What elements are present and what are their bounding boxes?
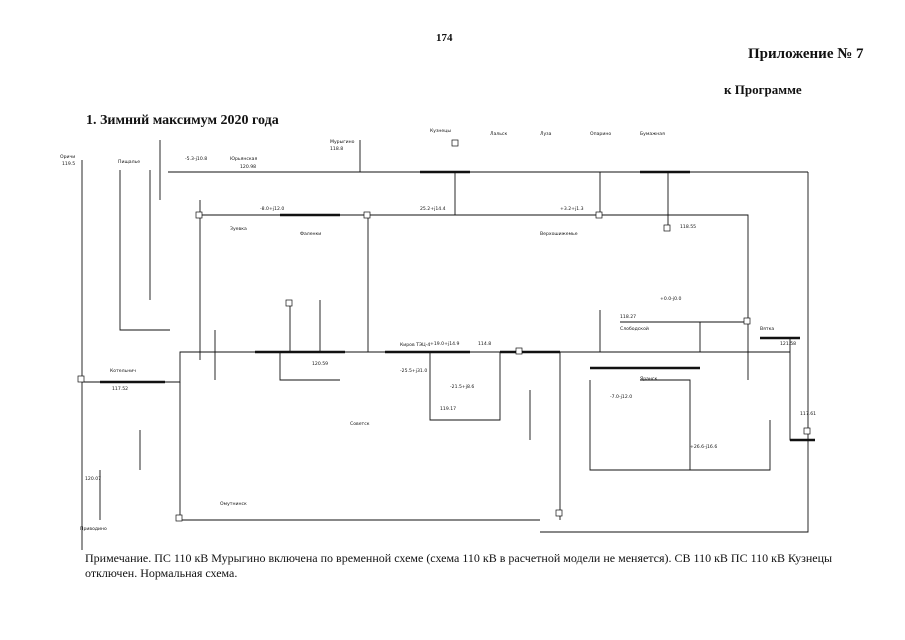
flow-value: -8.0+j12.0: [260, 206, 284, 212]
voltage-value: 118.55: [680, 224, 696, 230]
node-label: Приводино: [80, 526, 107, 532]
node-label: Фаленки: [300, 231, 321, 237]
node-label: Зуевка: [230, 226, 247, 232]
node-label: Оричи: [60, 154, 75, 160]
node-label: Кузнецы: [430, 128, 451, 134]
node-label: Пищалье: [118, 159, 140, 165]
node-label: Мурыгино: [330, 139, 355, 145]
node-label: Слободской: [620, 325, 649, 332]
voltage-value: 119.17: [440, 406, 456, 412]
busbars: [100, 170, 815, 442]
flow-value: 25.2+j14.4: [420, 206, 446, 212]
voltage-value: 118.8: [330, 146, 343, 152]
node-label: Бумажная: [640, 131, 665, 137]
node-label: Луза: [540, 131, 552, 137]
voltage-value: 118.27: [620, 314, 636, 320]
node-label: Вятка: [760, 326, 774, 332]
node-label: Опарино: [590, 131, 611, 137]
page-number: 174: [436, 32, 453, 44]
voltage-value: 117.52: [112, 386, 128, 392]
node-label: Советск: [350, 421, 370, 427]
node-label: Верхошижемье: [540, 231, 578, 237]
section-title: 1. Зимний максимум 2020 года: [86, 113, 279, 128]
flow-value: +0.0-j0.0: [660, 296, 681, 302]
flow-value: -25.5+j31.0: [400, 368, 427, 374]
voltage-value: 117.61: [800, 411, 816, 417]
node-label: Лальск: [490, 131, 507, 137]
program-label: к Программе: [724, 82, 802, 97]
voltage-value: 121.58: [780, 341, 796, 347]
flow-value: +26.6-j16.6: [690, 444, 717, 450]
flow-value: -5.3-j10.8: [185, 156, 207, 162]
voltage-value: 120.98: [240, 164, 256, 170]
appendix-label: Приложение № 7: [748, 46, 864, 62]
flow-value: +3.2+j1.3: [560, 206, 584, 212]
voltage-value: 114.8: [478, 341, 491, 347]
voltage-value: 119.5: [62, 161, 75, 167]
voltage-value: 120.59: [312, 361, 328, 367]
node-label: Киров ТЭЦ-4: [400, 342, 430, 348]
node-label: Котельнич: [110, 368, 136, 374]
flow-value: -7.0-j12.0: [610, 394, 632, 400]
voltage-value: 120.07: [85, 476, 101, 482]
node-label: Юрьянская: [230, 156, 257, 162]
node-label: Омутнинск: [220, 501, 247, 507]
flow-value: +19.0+j14.9: [430, 341, 460, 347]
flow-value: -21.5+j8.6: [450, 384, 474, 390]
breakers: [77, 139, 811, 522]
footnote: Примечание. ПС 110 кВ Мурыгино включена …: [85, 551, 833, 580]
node-label: Яранск: [640, 376, 657, 382]
